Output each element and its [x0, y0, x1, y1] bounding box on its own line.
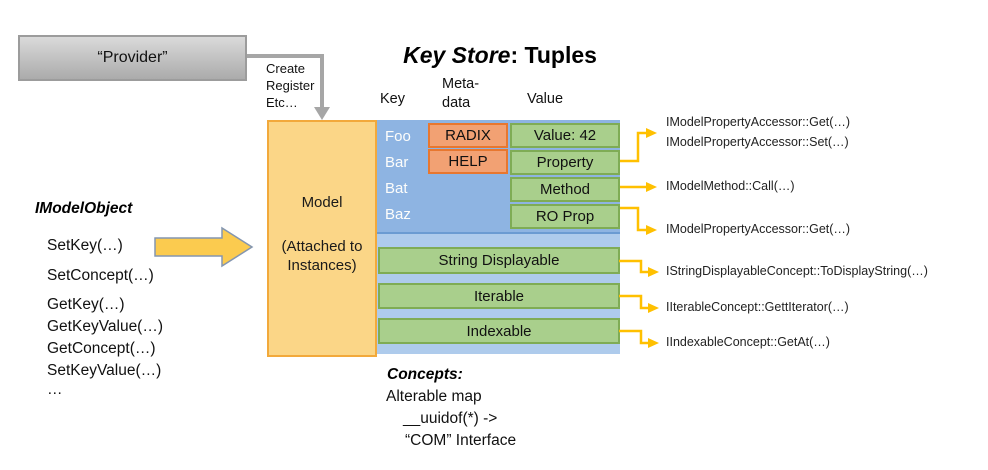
provider-to-model-arrow: [247, 54, 324, 107]
concepts-note-line: __uuidof(*) ->: [403, 410, 498, 427]
key-row-bar: Bar: [385, 154, 409, 171]
value-cell-property: Property: [510, 150, 620, 175]
model-subtitle: (Attached to Instances): [281, 238, 363, 274]
metadata-cell-radix: RADIX: [428, 123, 508, 148]
key-row-bat: Bat: [385, 180, 408, 197]
model-title: Model: [301, 194, 343, 211]
value-cell-value42: Value: 42: [510, 123, 620, 148]
column-header-metadata: Meta- data: [442, 75, 479, 113]
concepts-note-line: “COM” Interface: [405, 432, 517, 449]
note-line: Etc…: [266, 95, 298, 110]
metadata-cell-help: HELP: [428, 149, 508, 174]
method-getkeyvalue: GetKeyValue(…): [47, 318, 164, 335]
label-indexable: IIndexableConcept::GetAt(…): [666, 335, 830, 349]
note-line: Create: [266, 61, 306, 76]
label-property-set: IModelPropertyAccessor::Set(…): [666, 135, 849, 149]
key-row-baz: Baz: [385, 206, 411, 223]
concept-bar-indexable: Indexable: [378, 318, 620, 344]
label-roprop-get: IModelPropertyAccessor::Get(…): [666, 222, 851, 236]
string-displayable-connector: [619, 259, 659, 277]
concepts-note-title: Concepts:: [387, 366, 463, 383]
roprop-get-connector: [620, 206, 657, 235]
method-setkey: SetKey(…): [47, 237, 123, 254]
column-header-key: Key: [380, 91, 405, 107]
method-getconcept: GetConcept(…): [47, 340, 156, 357]
imodelobject-title: IModelObject: [35, 200, 133, 217]
imodelobject-to-model-arrow: [154, 226, 254, 268]
value-cell-method: Method: [510, 177, 620, 202]
page-title: Key Store: Tuples: [330, 42, 670, 69]
method-setkeyvalue: SetKeyValue(…): [47, 362, 162, 379]
iterable-connector: [619, 294, 659, 313]
provider-arrow-note: Create Register Etc…: [266, 60, 314, 111]
key-row-foo: Foo: [385, 128, 411, 145]
provider-arrowhead-icon: [314, 107, 330, 120]
concept-bar-string-displayable: String Displayable: [378, 247, 620, 274]
label-string-displayable: IStringDisplayableConcept::ToDisplayStri…: [666, 264, 928, 278]
model-box: Model (Attached to Instances): [267, 120, 377, 357]
concepts-note-line: Alterable map: [386, 388, 482, 405]
note-line: Register: [266, 78, 315, 93]
label-iterable: IIterableConcept::GettIterator(…): [666, 300, 849, 314]
concept-bar-iterable: Iterable: [378, 283, 620, 309]
label-property-get: IModelPropertyAccessor::Get(…): [666, 115, 851, 129]
indexable-connector: [619, 329, 659, 348]
column-header-value: Value: [527, 91, 564, 107]
property-get-set-connector: [620, 128, 657, 163]
title-italic-part: Key Store: [403, 42, 511, 68]
provider-label: “Provider”: [97, 49, 168, 66]
provider-box: “Provider”: [18, 35, 247, 81]
method-ellipsis: …: [47, 381, 63, 398]
method-setconcept: SetConcept(…): [47, 267, 154, 284]
value-cell-roprop: RO Prop: [510, 204, 620, 229]
metadata-header-line2: data: [442, 95, 471, 111]
method-getkey: GetKey(…): [47, 296, 125, 313]
metadata-header-line1: Meta-: [442, 76, 480, 92]
label-method-call: IModelMethod::Call(…): [666, 179, 795, 193]
title-rest-part: : Tuples: [510, 42, 597, 68]
